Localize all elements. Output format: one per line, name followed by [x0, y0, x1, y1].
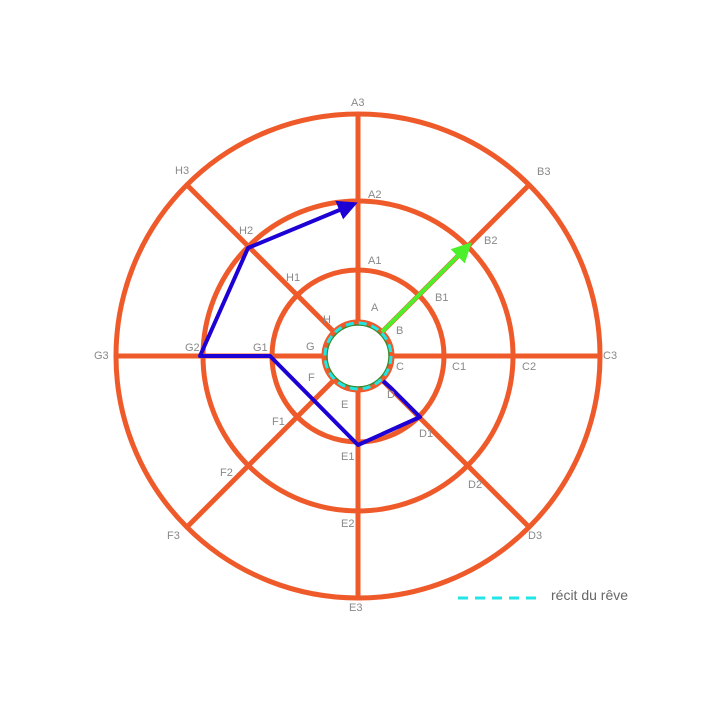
label-E: E [341, 399, 348, 411]
label-C3: C3 [603, 350, 617, 362]
label-C2: C2 [522, 361, 536, 373]
label-D2: D2 [468, 479, 482, 491]
label-D1: D1 [419, 428, 433, 440]
label-B3: B3 [537, 166, 550, 178]
label-A2: A2 [368, 189, 381, 201]
label-G: G [306, 341, 315, 353]
spoke-H [184, 182, 336, 334]
label-H1: H1 [286, 272, 300, 284]
label-G3: G3 [94, 350, 109, 362]
label-C: C [396, 361, 404, 373]
legend: récit du rêve [458, 587, 628, 603]
label-G1: G1 [253, 342, 268, 354]
label-E1: E1 [341, 451, 354, 463]
label-F3: F3 [167, 530, 180, 542]
label-F1: F1 [272, 416, 285, 428]
spoke-F [184, 378, 336, 530]
label-H3: H3 [175, 165, 189, 177]
dream-path-circle [323, 321, 393, 391]
green-arrow [380, 242, 472, 334]
label-A3: A3 [351, 97, 364, 109]
label-E2: E2 [341, 518, 354, 530]
label-F: F [308, 372, 315, 384]
label-B1: B1 [435, 292, 448, 304]
label-D: D [387, 389, 395, 401]
core-green-circle [326, 324, 390, 388]
structure [113, 111, 603, 601]
label-G2: G2 [185, 342, 200, 354]
label-A: A [371, 302, 379, 314]
label-D3: D3 [528, 530, 542, 542]
label-H2: H2 [239, 225, 253, 237]
legend-dream-label: récit du rêve [551, 587, 628, 603]
ring-core [321, 319, 395, 393]
blue-path-lower [198, 200, 422, 447]
label-B: B [396, 325, 403, 337]
ring-outer [113, 111, 603, 601]
label-F2: F2 [220, 467, 233, 479]
label-B2: B2 [484, 235, 497, 247]
label-C1: C1 [452, 361, 466, 373]
label-E3: E3 [349, 602, 362, 614]
label-H: H [323, 314, 331, 326]
label-A1: A1 [368, 255, 381, 267]
